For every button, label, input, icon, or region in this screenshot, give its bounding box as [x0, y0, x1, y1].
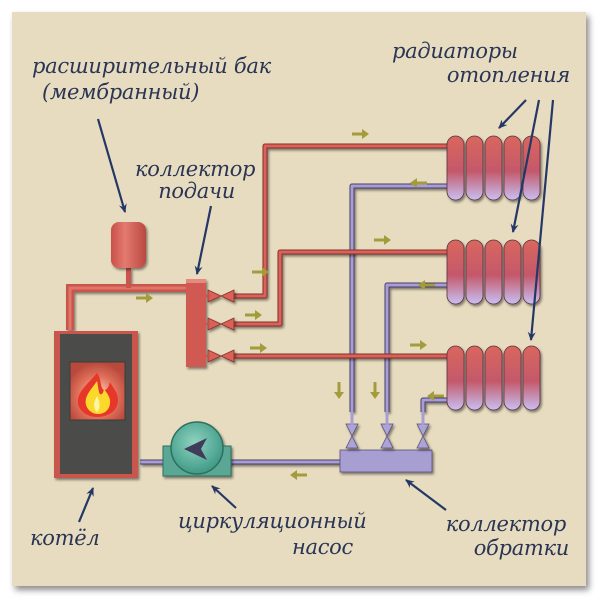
- flow-arrow-down: [334, 382, 344, 399]
- radiators-label-line2: отопления: [446, 63, 570, 87]
- radiator-section: [503, 135, 522, 201]
- supply-valve-2: [207, 317, 235, 331]
- pump-label-line1: циркуляционный: [178, 509, 367, 533]
- boiler-supply-pipe: [66, 268, 190, 330]
- radiator-section: [484, 345, 503, 411]
- flow-arrow-right: [252, 267, 269, 277]
- return-valves: [345, 423, 430, 449]
- radiators: [446, 135, 541, 411]
- flow-arrow-right: [352, 129, 369, 139]
- supply-manifold: [186, 279, 206, 367]
- flame-icon: [77, 373, 118, 417]
- supply-manifold-label-line2: подачи: [158, 179, 235, 203]
- return-manifold-label-arrow: [405, 479, 447, 511]
- radiator-section: [446, 135, 465, 201]
- pump-label-arrow: [211, 485, 237, 509]
- radiator-section: [484, 135, 503, 201]
- return-valve-1: [345, 423, 359, 449]
- flow-arrow-left: [290, 470, 307, 480]
- return-valve-3: [416, 423, 430, 449]
- supply-manifold-label-line1: коллектор: [135, 157, 256, 181]
- flow-arrow-right: [136, 293, 153, 303]
- boiler-label-arrow: [77, 487, 95, 523]
- radiator-1: [446, 135, 541, 201]
- radiator-label-arrow-3: [527, 99, 555, 341]
- pump-label-line2: насос: [291, 535, 353, 559]
- radiator-section: [503, 239, 522, 305]
- radiator-section: [446, 239, 465, 305]
- radiator-section: [446, 345, 465, 411]
- flow-arrow-right: [410, 340, 427, 350]
- return-valve-2: [380, 423, 394, 449]
- radiator-section: [465, 239, 484, 305]
- flow-arrow-right: [374, 235, 391, 245]
- radiator-section: [503, 345, 522, 411]
- return-manifold-label-line2: обратки: [473, 536, 570, 560]
- flow-arrow-left: [410, 178, 427, 188]
- flow-arrow-down: [370, 382, 380, 399]
- flow-arrows: [136, 129, 444, 480]
- radiator-label-arrow-1: [498, 99, 527, 129]
- supply-valve-1: [207, 289, 235, 303]
- circulation-pump: [162, 421, 232, 477]
- tank-label-arrow: [96, 118, 127, 213]
- radiator-section: [484, 239, 503, 305]
- flow-arrow-right: [250, 343, 267, 353]
- boiler-label: котёл: [30, 526, 100, 550]
- expansion-tank-label-line2: (мембранный): [42, 80, 200, 104]
- supply-valve-3: [207, 349, 235, 363]
- expansion-tank: [111, 222, 146, 268]
- radiator-2: [446, 239, 541, 305]
- expansion-tank-label-line1: расширительный бак: [32, 54, 271, 78]
- radiator-label-arrow-2: [510, 99, 541, 233]
- supply-manifold-label-arrow: [194, 205, 213, 275]
- radiator-section: [465, 345, 484, 411]
- flow-arrow-left: [427, 391, 444, 401]
- radiators-label-line1: радиаторы: [392, 39, 518, 63]
- return-manifold: [339, 449, 433, 473]
- radiator-section: [522, 345, 541, 411]
- supply-valves: [207, 289, 235, 363]
- label-arrows: [77, 99, 555, 523]
- radiator-section: [465, 135, 484, 201]
- flow-arrow-left: [418, 280, 435, 290]
- flow-arrow-right: [245, 310, 262, 320]
- return-manifold-label-line1: коллектор: [445, 512, 567, 536]
- radiator-3: [446, 345, 541, 411]
- supply-pipes: [234, 143, 448, 359]
